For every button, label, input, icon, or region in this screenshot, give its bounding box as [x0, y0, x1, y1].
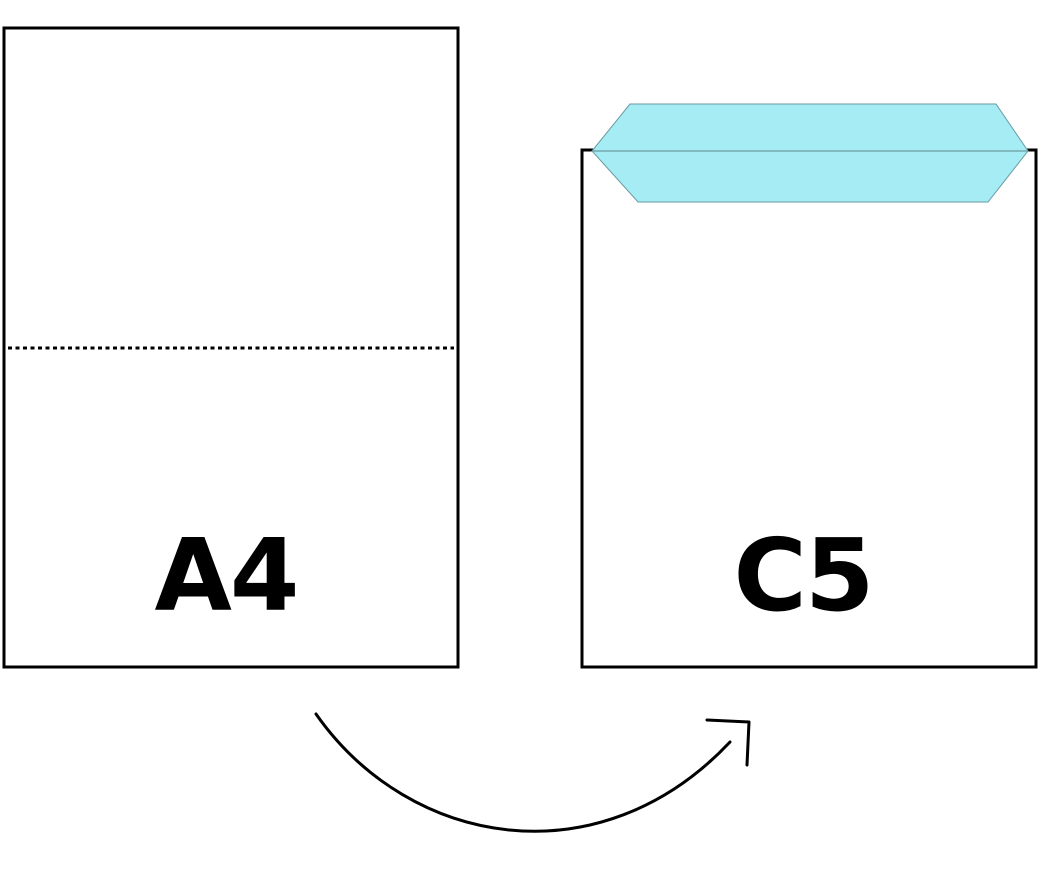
a4-label: A4 — [155, 517, 298, 634]
curved-arrow-head — [705, 718, 751, 767]
c5-envelope-outline — [580, 148, 1038, 669]
envelope-flap — [591, 103, 1029, 203]
a4-sheet: A4 — [2, 26, 460, 669]
c5-envelope: C5 — [580, 103, 1038, 669]
curved-arrow-icon — [314, 712, 751, 833]
a4-sheet-outline — [2, 26, 460, 669]
curved-arrow-shaft — [314, 712, 732, 833]
c5-label: C5 — [734, 517, 873, 634]
